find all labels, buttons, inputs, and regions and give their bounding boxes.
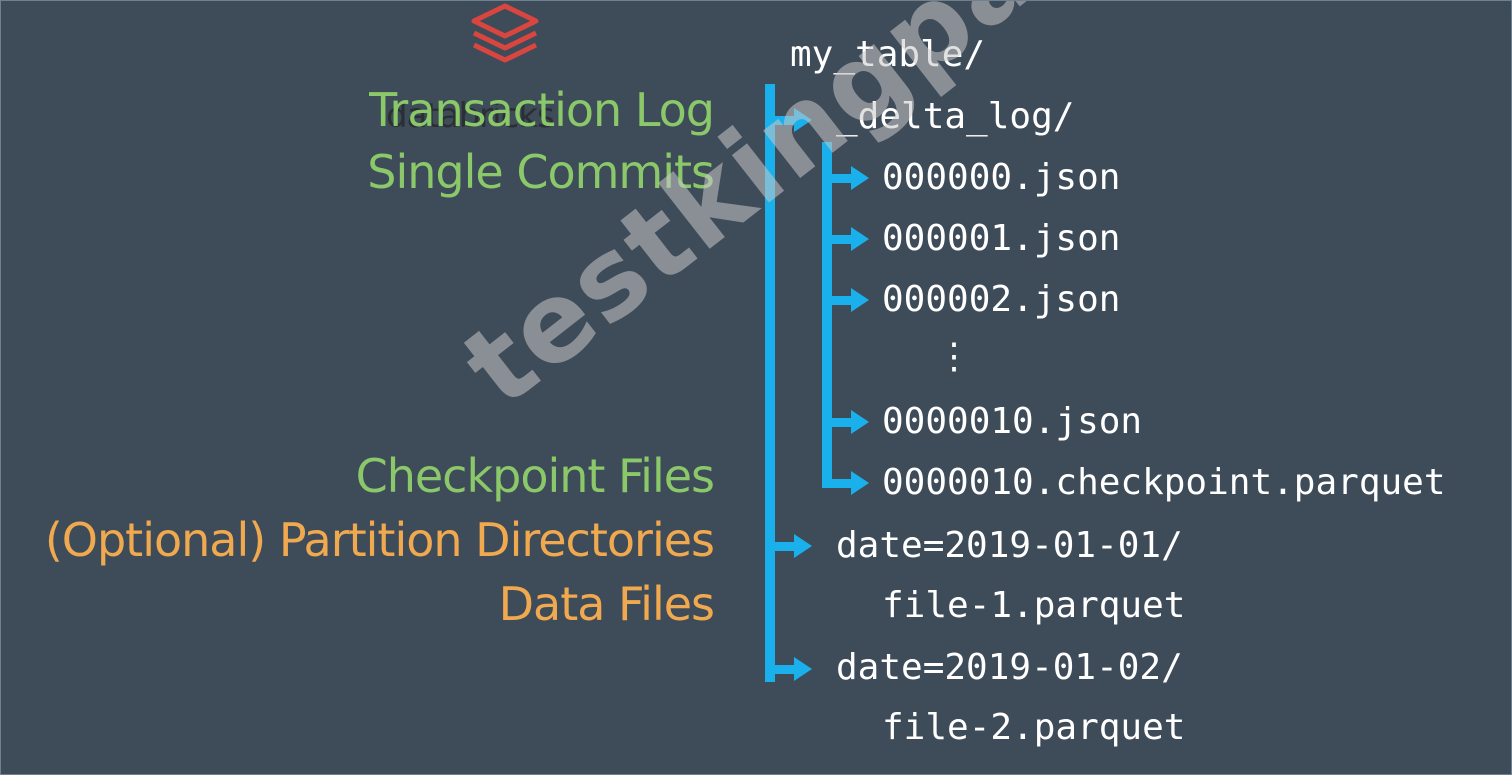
tree-root: my_table/ — [790, 34, 986, 75]
arrow-commit-10 — [827, 410, 869, 434]
tree-partition-2: date=2019-01-02/ — [836, 647, 1183, 688]
arrow-checkpoint — [827, 471, 869, 495]
tree-file-2: file-2.parquet — [882, 707, 1186, 748]
label-checkpoint-files: Checkpoint Files — [355, 449, 715, 503]
tree-delta-log: _delta_log/ — [836, 96, 1075, 137]
tree-ellipsis: ⋮ — [936, 336, 972, 377]
tree-file-1: file-1.parquet — [882, 585, 1186, 626]
label-data-files: Data Files — [498, 577, 715, 631]
tree-commit-10: 0000010.json — [882, 401, 1143, 442]
arrow-partition-2 — [770, 657, 812, 681]
arrow-partition-1 — [770, 534, 812, 558]
logo-wordmark: databricks — [386, 96, 555, 136]
tree-commit-0: 000000.json — [882, 157, 1121, 198]
tree-commit-1: 000001.json — [882, 218, 1121, 259]
label-single-commits: Single Commits — [367, 145, 715, 199]
tree-partition-1: date=2019-01-01/ — [836, 525, 1183, 566]
delta-log-line — [822, 142, 832, 488]
label-partition-directories: (Optional) Partition Directories — [44, 513, 715, 567]
tree-commit-2: 000002.json — [882, 279, 1121, 320]
tree-checkpoint: 0000010.checkpoint.parquet — [882, 462, 1446, 503]
label-transaction-log: Transaction Log — [369, 83, 715, 137]
arrow-commit-1 — [827, 227, 869, 251]
arrow-commit-2 — [827, 288, 869, 312]
databricks-logo-icon — [471, 3, 539, 63]
